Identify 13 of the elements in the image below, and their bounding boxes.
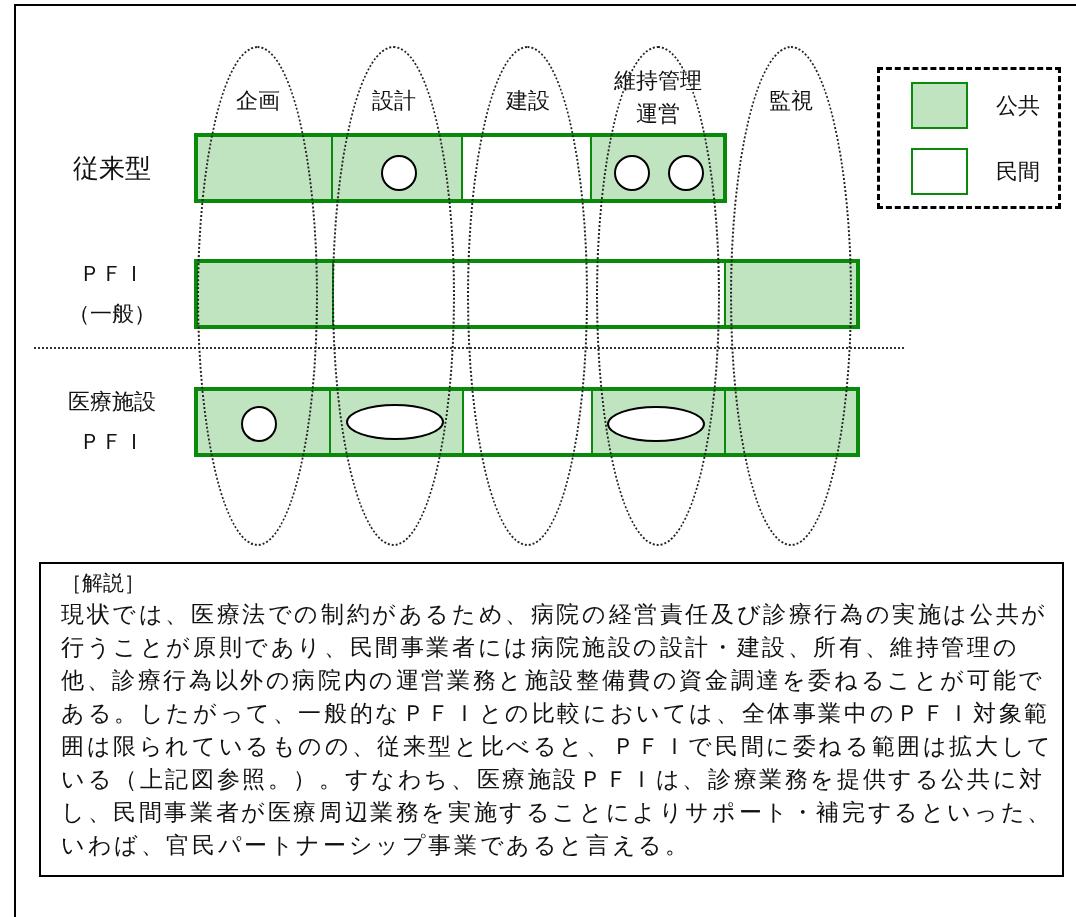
column-heading: 監視 [768,87,814,115]
legend-label: 公共 [995,91,1041,120]
legend-label: 民間 [995,157,1041,186]
row-label: ＰＦＩ（一般） [67,260,157,328]
row-label: 従来型 [72,152,152,185]
column-heading: 企画 [234,87,281,115]
note-heading: ［解説］ [61,570,146,597]
column-heading: 設計 [370,87,417,115]
column-heading: 維持管理運営 [613,67,703,128]
column-heading: 建設 [504,87,551,115]
note-paragraph: 現状では、医療法での制約があるため、病院の経営責任及び診療行為の実施は公共が行うことが原則であり、民間事業者には病院施設の設計・建設、所有、維持管理の他、診療行為以外の病院内の運営業務と施設整備費の資金調達を委ねることが可能である。したがって、一般的なＰＦＩとの比較においては、全体事業中のＰＦＩ対象範囲は限られているものの、従来型と比べると、ＰＦＩで民間に委ねる範囲は拡大している（上記図参照。）。すなわち、医療施設ＰＦＩは、診療業務を提供する公共に対し、民間事業者が医療周辺業務を実施することによりサポート・補完するといった、いわば、官民パートナーシップ事業であると言える。 [61,600,1054,860]
note-box [39,562,1064,877]
row-label: 医療施設ＰＦＩ [67,388,157,456]
